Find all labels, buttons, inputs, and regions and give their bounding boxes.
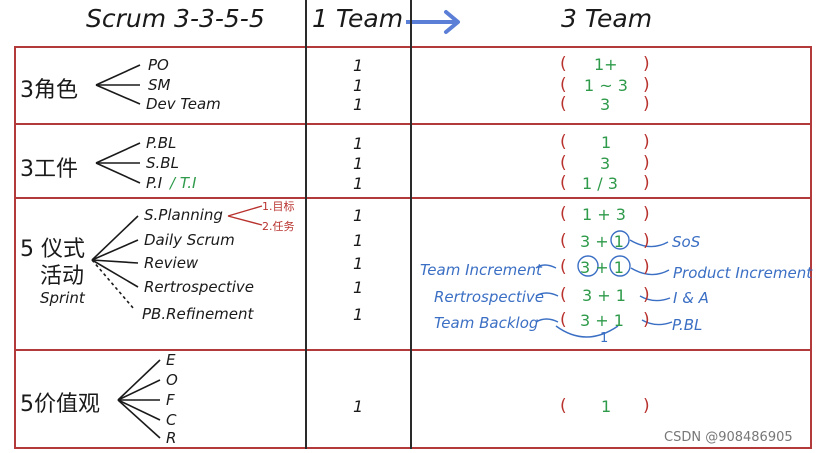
paren-open: ( — [560, 94, 567, 114]
annotation-product-increment: Product Increment — [673, 264, 813, 282]
item-daily-scrum: Daily Scrum — [144, 231, 235, 249]
item-review: Review — [144, 254, 199, 272]
one-team-value: 1 — [353, 134, 364, 153]
row-divider — [14, 349, 812, 351]
item-e: E — [166, 351, 176, 369]
item-sbl: S.BL — [146, 154, 179, 172]
paren-close: ) — [643, 231, 650, 251]
watermark: CSDN @908486905 — [664, 430, 793, 445]
item-pbl: P.BL — [146, 134, 177, 152]
one-team-value: 1 — [353, 206, 364, 225]
one-team-value: 1 — [353, 174, 364, 193]
column-divider — [305, 0, 307, 449]
paren-open: ( — [560, 231, 567, 251]
header-title: Scrum 3-3-5-5 — [86, 4, 265, 33]
item-c: C — [166, 411, 177, 429]
paren-open: ( — [560, 257, 567, 277]
paren-open: ( — [560, 75, 567, 95]
annotation-team-backlog: Team Backlog — [434, 314, 539, 332]
item-retrospective: Rertrospective — [144, 278, 255, 296]
one-team-value: 1 — [353, 231, 364, 250]
row-divider — [14, 46, 812, 48]
paren-close: ) — [643, 94, 650, 114]
item-ti: / T.I — [170, 174, 197, 192]
paren-close: ) — [643, 54, 650, 74]
note-goal: 1.目标 — [262, 200, 295, 213]
frame-right — [810, 46, 812, 449]
three-team-value: 3 + 1 — [582, 286, 626, 305]
section-subtitle-sprint: Sprint — [40, 289, 85, 307]
three-team-value: 3 — [600, 95, 611, 114]
three-team-value: 3 + 1 — [580, 232, 624, 251]
paren-close: ) — [643, 396, 650, 416]
paren-open: ( — [560, 285, 567, 305]
three-team-value: 1 + 3 — [582, 205, 626, 224]
header-three-team: 3 Team — [561, 4, 653, 33]
one-team-value: 1 — [353, 76, 364, 95]
three-team-value: 1 / 3 — [582, 174, 618, 193]
item-dev-team: Dev Team — [146, 95, 221, 113]
section-title-artifacts: 3工件 — [20, 157, 78, 182]
section-title-values: 5价值观 — [20, 392, 100, 417]
section-title-roles: 3角色 — [20, 78, 78, 103]
three-team-value: 1 — [601, 397, 612, 416]
paren-open: ( — [560, 396, 567, 416]
row-divider — [14, 447, 812, 449]
annotation-pbl: P.BL — [672, 316, 703, 334]
paren-open: ( — [560, 132, 567, 152]
one-team-value: 1 — [353, 95, 364, 114]
one-team-value: 1 — [353, 305, 364, 324]
paren-close: ) — [643, 285, 650, 305]
paren-close: ) — [643, 204, 650, 224]
item-po: PO — [148, 56, 169, 74]
three-team-value: 1 — [600, 331, 609, 346]
three-team-value: 3 + 1 — [580, 258, 624, 277]
row-divider — [14, 123, 812, 125]
paren-close: ) — [643, 153, 650, 173]
one-team-value: 1 — [353, 154, 364, 173]
one-team-value: 1 — [353, 397, 364, 416]
one-team-value: 1 — [353, 56, 364, 75]
item-sprint-planning: S.Planning — [144, 206, 223, 224]
section-title-events-line2: 活动 — [40, 264, 85, 289]
annotation-retrospective: Rertrospective — [434, 288, 545, 306]
three-team-value: 1 — [601, 133, 612, 152]
paren-open: ( — [560, 204, 567, 224]
one-team-value: 1 — [353, 254, 364, 273]
frame-left — [14, 46, 16, 449]
paren-open: ( — [560, 54, 567, 74]
paren-open: ( — [560, 310, 567, 330]
item-r: R — [166, 429, 177, 447]
note-task: 2.任务 — [262, 220, 295, 233]
annotation-team-increment: Team Increment — [420, 261, 542, 279]
section-title-events: 5 仪式 — [20, 237, 85, 262]
item-pb-refinement: PB.Refinement — [142, 305, 254, 323]
item-pi: P.I — [146, 174, 163, 192]
three-team-value: 3 — [600, 154, 611, 173]
item-sm: SM — [148, 76, 171, 94]
paren-open: ( — [560, 173, 567, 193]
paren-close: ) — [643, 257, 650, 277]
three-team-value: 1+ — [594, 55, 618, 74]
three-team-value: 1 ~ 3 — [584, 76, 628, 95]
paren-close: ) — [643, 173, 650, 193]
paren-close: ) — [643, 310, 650, 330]
column-divider — [410, 0, 412, 449]
annotation-inspect-adapt: I & A — [673, 289, 709, 307]
paren-open: ( — [560, 153, 567, 173]
one-team-value: 1 — [353, 278, 364, 297]
annotation-sos: SoS — [672, 233, 701, 251]
item-f: F — [166, 391, 175, 409]
row-divider — [14, 197, 812, 199]
paren-close: ) — [643, 132, 650, 152]
item-o: O — [166, 371, 178, 389]
paren-close: ) — [643, 75, 650, 95]
header-one-team: 1 Team — [312, 4, 404, 33]
three-team-value: 3 + 1 — [580, 311, 624, 330]
